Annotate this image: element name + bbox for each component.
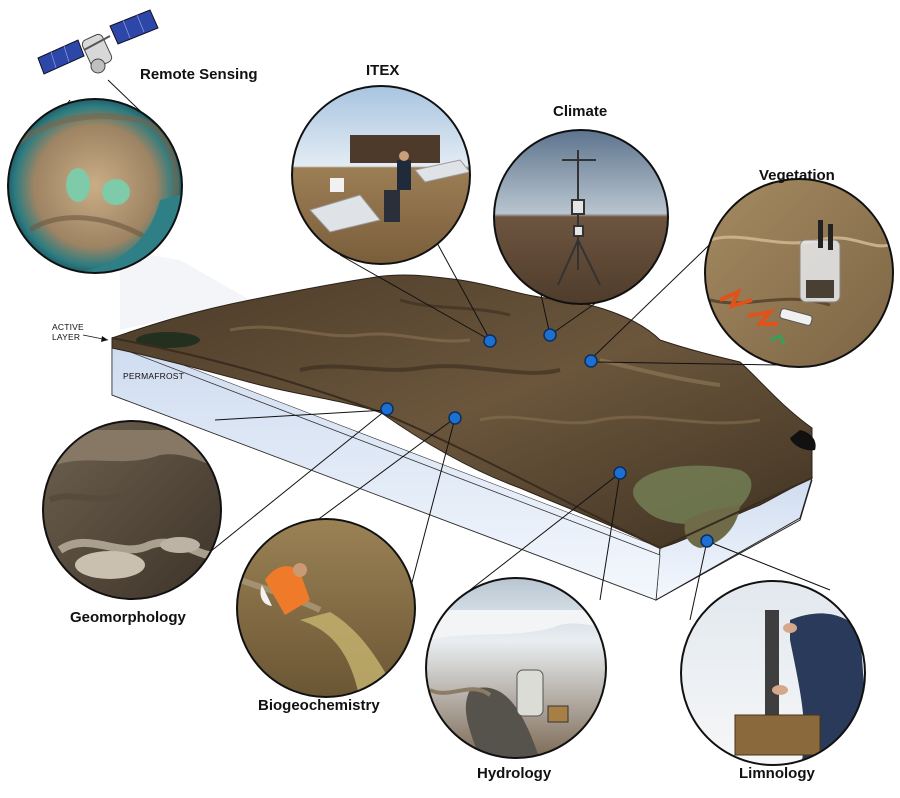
climate-image xyxy=(493,129,669,305)
permafrost-label: PERMAFROST xyxy=(123,371,185,381)
hydrology-label: Hydrology xyxy=(477,765,552,782)
remote-sensing-label: Remote Sensing xyxy=(140,66,258,83)
climate-site-marker xyxy=(543,328,557,342)
active-layer-label: ACTIVE LAYER xyxy=(52,322,84,342)
remote-sensing-image xyxy=(7,98,183,274)
hydrology-image xyxy=(425,577,607,759)
limnology-label: Limnology xyxy=(739,765,815,782)
site-markers xyxy=(380,328,714,548)
vegetation-label: Vegetation xyxy=(759,167,835,184)
limnology-site-marker xyxy=(700,534,714,548)
geomorphology-label: Geomorphology xyxy=(70,609,186,626)
geomorphology-image xyxy=(42,420,222,600)
terrain-block xyxy=(111,274,816,601)
vegetation-image xyxy=(704,178,894,368)
limnology-image xyxy=(680,580,866,766)
vegetation-site-marker xyxy=(584,354,598,368)
biogeochemistry-image xyxy=(236,518,416,698)
climate-label: Climate xyxy=(553,103,608,120)
biogeochemistry-label: Biogeochemistry xyxy=(258,697,380,714)
itex-label: ITEX xyxy=(366,62,400,79)
satellite-icon xyxy=(37,9,159,75)
itex-image xyxy=(291,85,471,265)
geomorphology-site-marker xyxy=(380,402,394,416)
hydrology-site-marker xyxy=(613,466,627,480)
itex-site-marker xyxy=(483,334,497,348)
biogeochemistry-site-marker xyxy=(448,411,462,425)
